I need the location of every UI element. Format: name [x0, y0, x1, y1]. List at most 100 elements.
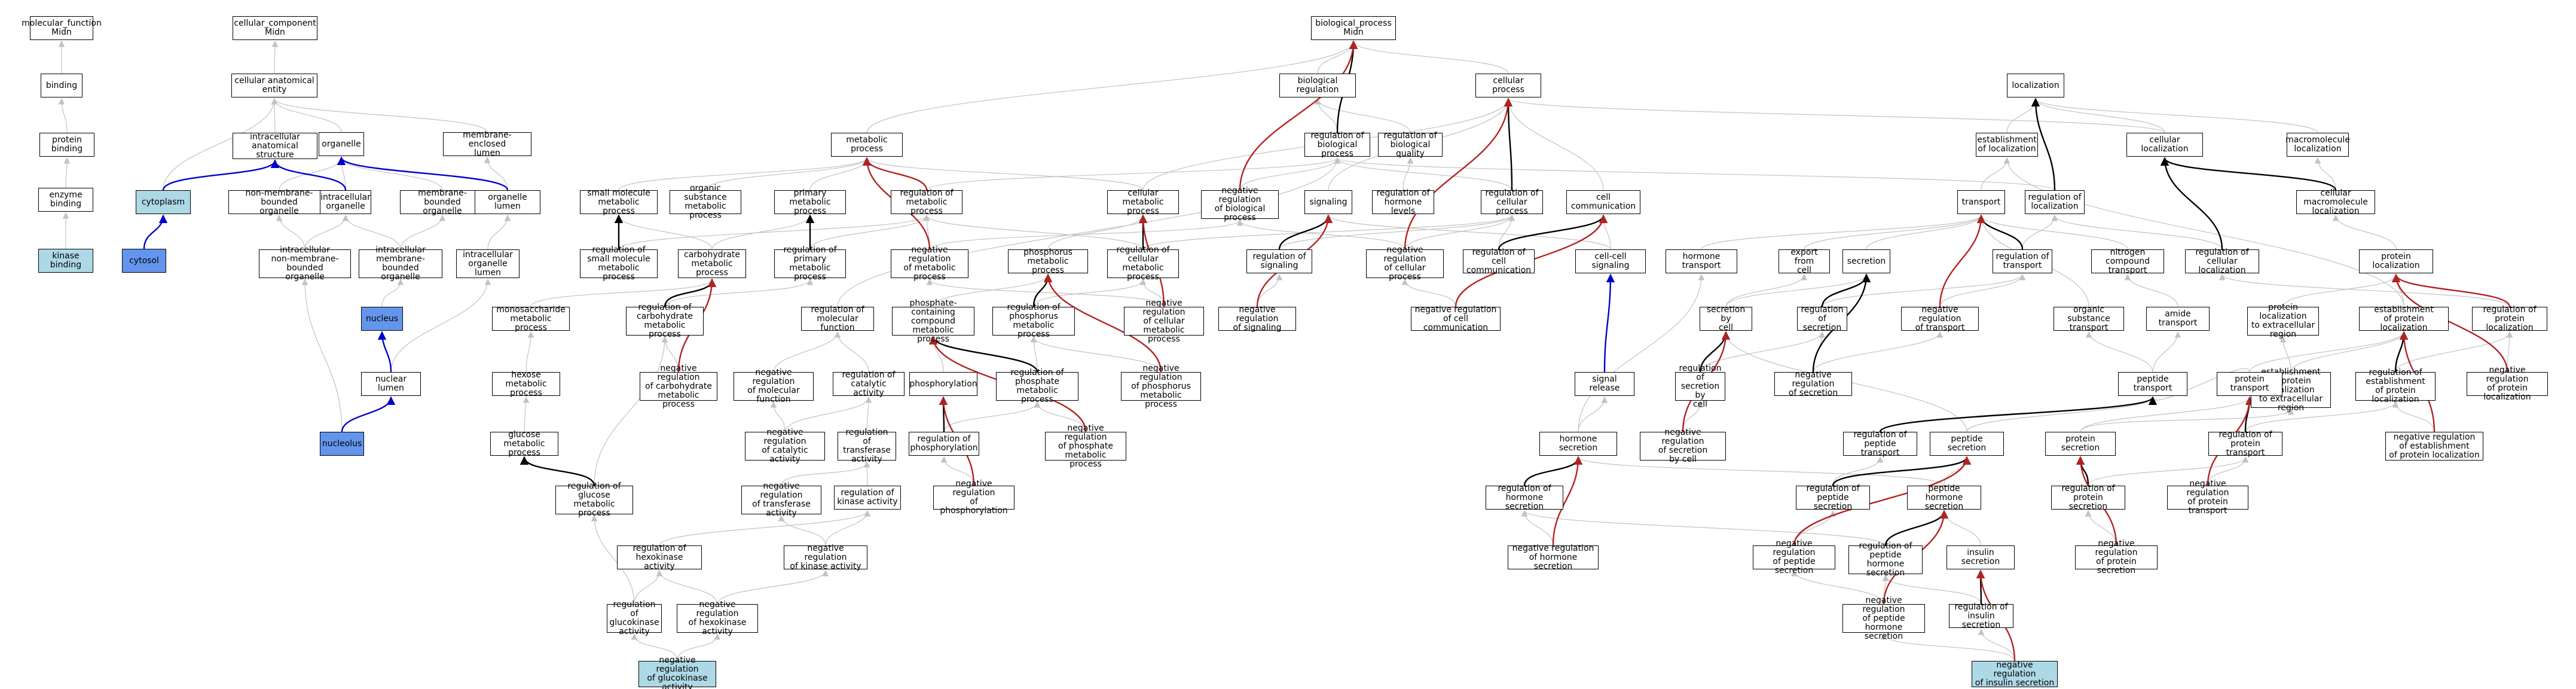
- node-negative-regulation-of-carbohydrate-metabolic-process[interactable]: negative regulation of carbohydrate meta…: [640, 364, 717, 408]
- node-negative-regulation-of-catalytic-activity[interactable]: negative regulation of catalytic activit…: [745, 428, 825, 464]
- node-negative-regulation-of-phosphorus-metabolic-process[interactable]: negative regulation of phosphorus metabo…: [1121, 364, 1201, 408]
- node-regulation-of-peptide-hormone-secretion[interactable]: regulation of peptide hormone secretion: [1848, 542, 1923, 578]
- node-signal-release[interactable]: signal release: [1575, 372, 1634, 396]
- node-cellular-metabolic-process[interactable]: cellular metabolic process: [1107, 188, 1179, 215]
- node-regulation-of-molecular-function[interactable]: regulation of molecular function: [801, 305, 874, 332]
- node-protein-transport[interactable]: protein transport: [2217, 372, 2282, 396]
- node-intracellular-organelle[interactable]: intracellular organelle: [320, 190, 371, 214]
- node-negative-regulation-of-protein-transport[interactable]: negative regulation of protein transport: [2167, 480, 2248, 516]
- node-localization[interactable]: localization: [2007, 74, 2064, 97]
- node-peptide-hormone-secretion[interactable]: peptide hormone secretion: [1907, 484, 1981, 511]
- node-regulation-of-phosphorus-metabolic-process[interactable]: regulation of phosphorus metabolic proce…: [992, 303, 1075, 339]
- node-negative-regulation-of-protein-secretion[interactable]: negative regulation of protein secretion: [2075, 539, 2158, 575]
- node-intracellular-membrane-bounded-organelle[interactable]: intracellular membrane-bounded organelle: [359, 246, 442, 282]
- node-negative-regulation-of-peptide-hormone-secretion[interactable]: negative regulation of peptide hormone s…: [1842, 596, 1925, 641]
- node-negative-regulation-of-phosphorylation[interactable]: negative regulation of phosphorylation: [933, 480, 1014, 516]
- node-negative-regulation-of-protein-localization[interactable]: negative regulation of protein localizat…: [2467, 366, 2548, 402]
- node-negative-regulation-of-signaling[interactable]: negative regulation of signaling: [1218, 305, 1296, 332]
- node-regulation-of-localization[interactable]: regulation of localization: [2025, 190, 2085, 214]
- node-negative-regulation-of-metabolic-process[interactable]: negative regulation of metabolic process: [891, 246, 968, 282]
- node-regulation-of-hormone-secretion[interactable]: regulation of hormone secretion: [1486, 484, 1563, 511]
- node-regulation-of-glucokinase-activity[interactable]: regulation of glucokinase activity: [607, 600, 662, 636]
- node-negative-regulation-of-cellular-process[interactable]: negative regulation of cellular process: [1366, 246, 1444, 282]
- node-peptide-transport[interactable]: peptide transport: [2118, 372, 2187, 396]
- node-metabolic-process[interactable]: metabolic process: [831, 133, 903, 157]
- node-regulation-of-secretion[interactable]: regulation of secretion: [1797, 305, 1847, 332]
- node-regulation-of-cellular-process[interactable]: regulation of cellular process: [1481, 188, 1543, 215]
- node-protein-localization[interactable]: protein localization: [2359, 249, 2433, 273]
- node-negative-regulation-of-transferase-activity[interactable]: negative regulation of transferase activ…: [741, 482, 821, 518]
- node-hormone-transport[interactable]: hormone transport: [1666, 249, 1737, 273]
- node-negative-regulation-of-phosphate-metabolic-process[interactable]: negative regulation of phosphate metabol…: [1045, 423, 1126, 468]
- node-negative-regulation-of-insulin-secretion[interactable]: negative regulation of insulin secretion: [1972, 660, 2058, 687]
- node-intracellular-non-membrane-bounded-organelle[interactable]: intracellular non-membrane-bounded organ…: [259, 246, 351, 282]
- node-protein-localization-to-extracellular-region[interactable]: protein localization to extracellular re…: [2247, 303, 2319, 339]
- node-regulation-of-signaling[interactable]: regulation of signaling: [1246, 249, 1312, 273]
- node-glucose-metabolic-process[interactable]: glucose metabolic process: [490, 430, 558, 457]
- node-protein-secretion[interactable]: protein secretion: [2045, 432, 2116, 456]
- node-negative-regulation-of-hexokinase-activity[interactable]: negative regulation of hexokinase activi…: [677, 600, 758, 636]
- node-regulation-of-hexokinase-activity[interactable]: regulation of hexokinase activity: [617, 544, 702, 571]
- node-regulation-of-kinase-activity[interactable]: regulation of kinase activity: [834, 486, 901, 510]
- node-negative-regulation-of-secretion-by-cell[interactable]: negative regulation of secretion by cell: [1640, 428, 1726, 464]
- node-negative-regulation-of-biological-process[interactable]: negative regulation of biological proces…: [1201, 187, 1279, 222]
- node-signaling[interactable]: signaling: [1304, 190, 1352, 214]
- node-negative-regulation-of-kinase-activity[interactable]: negative regulation of kinase activity: [784, 544, 867, 571]
- node-regulation-of-small-molecule-metabolic-process[interactable]: regulation of small molecule metabolic p…: [580, 246, 658, 282]
- node-amide-transport[interactable]: amide transport: [2146, 307, 2210, 331]
- node-transport[interactable]: transport: [1957, 190, 2005, 214]
- node-insulin-secretion[interactable]: insulin secretion: [1946, 545, 2015, 569]
- node-peptide-secretion[interactable]: peptide secretion: [1930, 432, 2004, 456]
- node-export-from-cell[interactable]: export from cell: [1779, 248, 1830, 275]
- node-regulation-of-catalytic-activity[interactable]: regulation of catalytic activity: [833, 370, 904, 397]
- node-molecular-function[interactable]: molecular_function Midn: [22, 16, 102, 40]
- node-regulation-of-biological-quality[interactable]: regulation of biological quality: [1378, 131, 1443, 158]
- node-organelle-lumen[interactable]: organelle lumen: [475, 190, 540, 214]
- node-regulation-of-peptide-transport[interactable]: regulation of peptide transport: [1843, 430, 1917, 457]
- node-biological-regulation[interactable]: biological regulation: [1279, 74, 1356, 97]
- node-cell-communication[interactable]: cell communication: [1566, 190, 1640, 214]
- node-hormone-secretion[interactable]: hormone secretion: [1539, 432, 1617, 456]
- node-organic-substance-transport[interactable]: organic substance transport: [2054, 305, 2124, 332]
- node-regulation-of-secretion-by-cell[interactable]: regulation of secretion by cell: [1675, 364, 1725, 408]
- node-cellular-macromolecule-localization[interactable]: cellular macromolecule localization: [2296, 188, 2375, 215]
- node-nucleus[interactable]: nucleus: [361, 307, 403, 331]
- node-cellular-localization[interactable]: cellular localization: [2126, 133, 2203, 157]
- node-regulation-of-carbohydrate-metabolic-process[interactable]: regulation of carbohydrate metabolic pro…: [626, 303, 704, 339]
- node-non-membrane-bounded-organelle[interactable]: non-membrane-bounded organelle: [228, 188, 330, 215]
- node-cytosol[interactable]: cytosol: [122, 249, 166, 273]
- node-regulation-of-hormone-levels[interactable]: regulation of hormone levels: [1372, 188, 1434, 215]
- node-nuclear-lumen[interactable]: nuclear lumen: [361, 372, 421, 396]
- node-regulation-of-establishment-of-protein-localization[interactable]: regulation of establishment of protein l…: [2355, 368, 2436, 404]
- node-phosphate-containing-compound-metabolic-process[interactable]: phosphate-containing compound metabolic …: [892, 298, 974, 343]
- node-regulation-of-transferase-activity[interactable]: regulation of transferase activity: [838, 428, 896, 464]
- node-biological-process[interactable]: biological_process Midn: [1311, 16, 1396, 40]
- node-monosaccharide-metabolic-process[interactable]: monosaccharide metabolic process: [492, 305, 570, 332]
- node-organelle[interactable]: organelle: [319, 132, 364, 156]
- node-negative-regulation-of-molecular-function[interactable]: negative regulation of molecular functio…: [734, 368, 814, 404]
- node-regulation-of-cell-communication[interactable]: regulation of cell communication: [1463, 248, 1535, 275]
- node-establishment-of-protein-localization-to-extracellular-region[interactable]: establishment of protein localization to…: [2251, 367, 2331, 412]
- node-nitrogen-compound-transport[interactable]: nitrogen compound transport: [2091, 248, 2164, 275]
- node-hexose-metabolic-process[interactable]: hexose metabolic process: [492, 370, 560, 397]
- node-establishment-of-localization[interactable]: establishment of localization: [1976, 133, 2038, 157]
- node-carbohydrate-metabolic-process[interactable]: carbohydrate metabolic process: [678, 249, 746, 278]
- node-negative-regulation-of-hormone-secretion[interactable]: negative regulation of hormone secretion: [1508, 544, 1599, 571]
- node-regulation-of-cellular-localization[interactable]: regulation of cellular localization: [2185, 248, 2259, 275]
- node-negative-regulation-of-transport[interactable]: negative regulation of transport: [1901, 305, 1979, 332]
- node-secretion-by-cell[interactable]: secretion by cell: [1700, 305, 1752, 332]
- node-regulation-of-transport[interactable]: regulation of transport: [1993, 249, 2052, 273]
- node-organic-substance-metabolic-process[interactable]: organic substance metabolic process: [670, 184, 741, 220]
- node-small-molecule-metabolic-process[interactable]: small molecule metabolic process: [580, 188, 658, 215]
- node-protein-binding[interactable]: protein binding: [39, 133, 94, 157]
- node-secretion[interactable]: secretion: [1842, 249, 1890, 273]
- node-membrane-bounded-organelle[interactable]: membrane-bounded organelle: [400, 188, 485, 215]
- node-regulation-of-peptide-secretion[interactable]: regulation of peptide secretion: [1796, 484, 1870, 511]
- node-cellular-anatomical-entity[interactable]: cellular anatomical entity: [231, 74, 317, 97]
- node-regulation-of-phosphate-metabolic-process[interactable]: regulation of phosphate metabolic proces…: [996, 368, 1078, 404]
- node-membrane-enclosed-lumen[interactable]: membrane-enclosed lumen: [443, 130, 531, 157]
- node-regulation-of-metabolic-process[interactable]: regulation of metabolic process: [891, 188, 962, 215]
- node-cellular-process[interactable]: cellular process: [1475, 74, 1541, 97]
- node-macromolecule-localization[interactable]: macromolecule localization: [2285, 133, 2350, 157]
- node-regulation-of-insulin-secretion[interactable]: regulation of insulin secretion: [1949, 602, 2013, 629]
